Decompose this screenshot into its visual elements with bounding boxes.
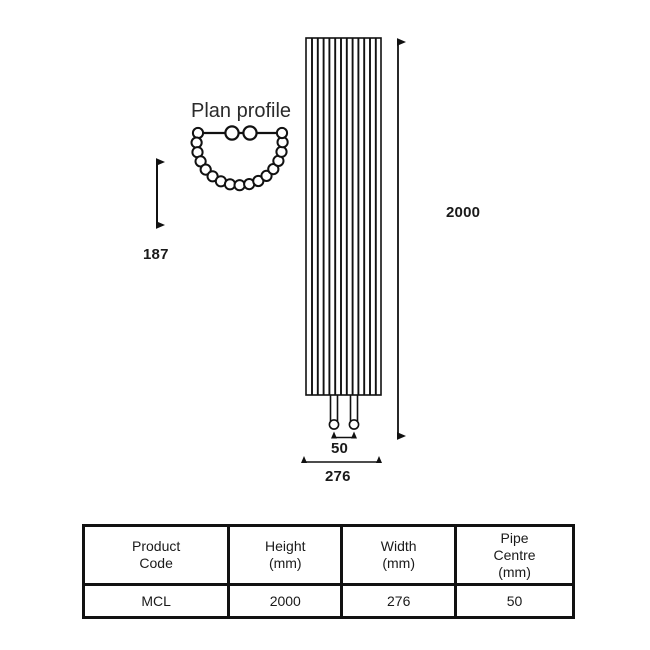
dimension-label-depth: 187 bbox=[143, 246, 169, 263]
cell-product-code: MCL bbox=[85, 586, 231, 616]
dimension-label-pipe-centre: 50 bbox=[331, 440, 349, 457]
table-header-row: Product Code Height (mm) Width (mm) Pipe… bbox=[85, 527, 572, 586]
table-header-height: Height (mm) bbox=[230, 527, 344, 586]
plan-profile-title: Plan profile bbox=[191, 100, 292, 122]
header-line-1: Pipe bbox=[500, 529, 529, 546]
cell-width: 276 bbox=[343, 586, 458, 616]
pipe-right-end-cap bbox=[348, 419, 360, 430]
dimension-label-width: 276 bbox=[325, 468, 351, 485]
header-line-2: Centre bbox=[493, 546, 536, 563]
header-line-2: (mm) bbox=[382, 555, 415, 571]
radiator-tube-lines bbox=[311, 38, 377, 395]
radiator-body bbox=[305, 37, 382, 396]
header-line-1: Width bbox=[380, 538, 417, 554]
plan-profile-tube-circles bbox=[190, 126, 289, 192]
table-header-product-code: Product Code bbox=[85, 527, 231, 586]
table-header-width: Width (mm) bbox=[343, 527, 458, 586]
plan-profile-diagram bbox=[190, 125, 289, 192]
table-header-pipe-centre: Pipe Centre (mm) bbox=[457, 527, 572, 586]
header-line-1: Product bbox=[132, 538, 181, 554]
specification-table: Product Code Height (mm) Width (mm) Pipe… bbox=[82, 524, 575, 619]
radiator-pipes bbox=[328, 395, 360, 430]
cell-pipe-centre: 50 bbox=[457, 586, 572, 616]
header-line-2: (mm) bbox=[268, 555, 302, 571]
table-row: MCL 2000 276 50 bbox=[85, 586, 572, 616]
pipe-left-end-cap bbox=[328, 419, 340, 430]
header-line-2: Code bbox=[139, 555, 173, 571]
cell-height: 2000 bbox=[230, 586, 344, 616]
plan-profile-valve-left bbox=[224, 125, 240, 141]
header-line-1: Height bbox=[265, 538, 306, 554]
dimension-label-height: 2000 bbox=[446, 204, 481, 221]
header-line-3: (mm) bbox=[498, 563, 531, 580]
plan-profile-valve-right bbox=[242, 125, 258, 141]
